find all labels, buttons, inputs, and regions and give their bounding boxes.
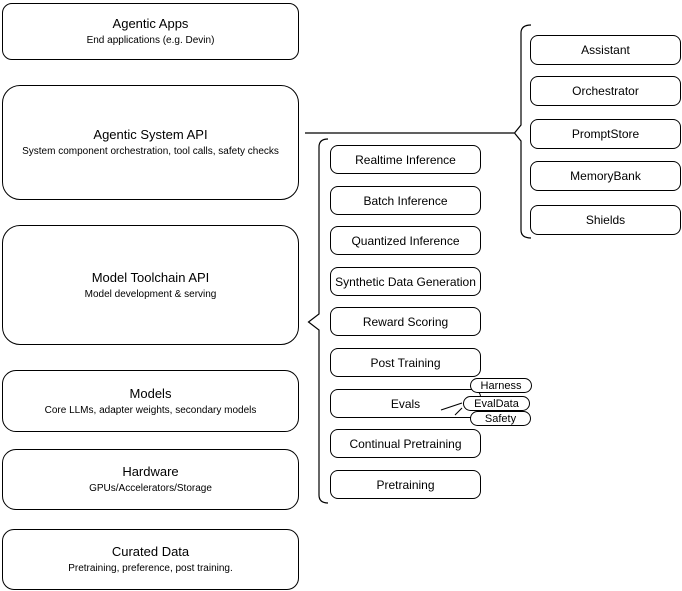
node-curated-data: Curated Data Pretraining, preference, po… (2, 529, 299, 590)
node-post-training: Post Training (330, 348, 481, 377)
node-subtitle: Core LLMs, adapter weights, secondary mo… (44, 404, 257, 416)
right-column-brace (513, 24, 532, 239)
node-subtitle: Model development & serving (84, 288, 217, 300)
node-subtitle: Pretraining, preference, post training. (68, 563, 233, 574)
node-memorybank: MemoryBank (530, 161, 681, 191)
node-models: Models Core LLMs, adapter weights, secon… (2, 370, 299, 432)
middle-column-brace (307, 138, 329, 504)
node-title: Hardware (122, 464, 179, 479)
node-synthetic-data-generation: Synthetic Data Generation (330, 267, 481, 296)
node-model-toolchain-api: Model Toolchain API Model development & … (2, 225, 299, 345)
node-batch-inference: Batch Inference (330, 186, 481, 215)
node-agentic-system-api: Agentic System API System component orch… (2, 85, 299, 200)
tag-evaldata: EvalData (463, 396, 530, 411)
node-continual-pretraining: Continual Pretraining (330, 429, 481, 458)
node-title: Models (129, 385, 172, 401)
node-subtitle: System component orchestration, tool cal… (22, 146, 279, 157)
node-subtitle: GPUs/Accelerators/Storage (89, 483, 212, 494)
node-shields: Shields (530, 205, 681, 235)
node-evals: Evals (330, 389, 481, 418)
node-reward-scoring: Reward Scoring (330, 307, 481, 336)
node-title: Curated Data (111, 544, 190, 559)
tag-safety: Safety (470, 411, 531, 426)
node-assistant: Assistant (530, 35, 681, 65)
node-realtime-inference: Realtime Inference (330, 145, 481, 174)
tag-harness: Harness (470, 378, 532, 393)
node-subtitle: End applications (e.g. Devin) (86, 35, 215, 46)
node-promptstore: PromptStore (530, 119, 681, 149)
node-pretraining: Pretraining (330, 470, 481, 499)
node-title: Agentic Apps (112, 16, 189, 31)
node-hardware: Hardware GPUs/Accelerators/Storage (2, 449, 299, 510)
node-orchestrator: Orchestrator (530, 76, 681, 106)
node-title: Model Toolchain API (91, 269, 210, 285)
node-agentic-apps: Agentic Apps End applications (e.g. Devi… (2, 3, 299, 60)
node-title: Agentic System API (93, 127, 208, 142)
node-quantized-inference: Quantized Inference (330, 226, 481, 255)
